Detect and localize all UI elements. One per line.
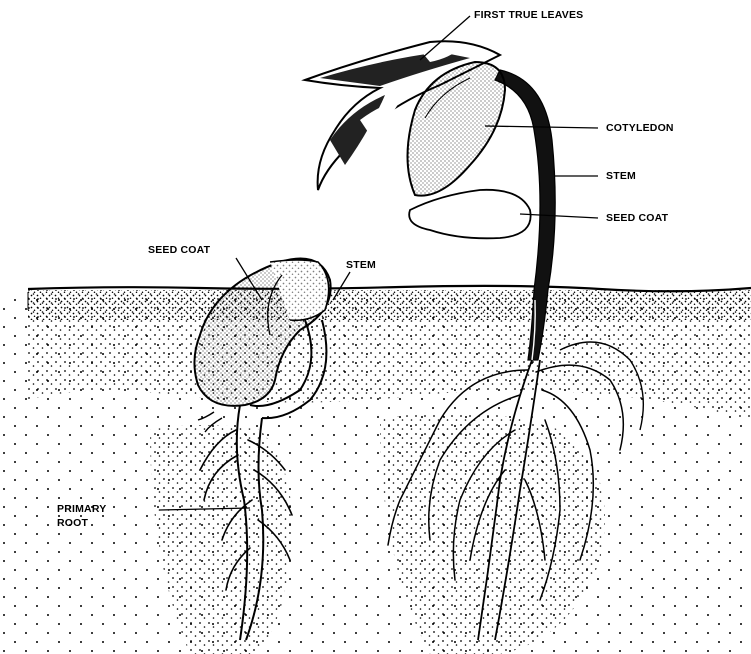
label-stem-left: STEM — [346, 258, 376, 272]
label-primary-root-line1: PRIMARY — [57, 502, 106, 516]
leader-seed-coat-right — [520, 214, 598, 218]
label-primary-root-line2: ROOT — [57, 516, 106, 530]
label-seed-coat-left: SEED COAT — [148, 243, 210, 257]
right-seed-coat-shape — [409, 190, 530, 239]
label-cotyledon: COTYLEDON — [606, 121, 674, 135]
soil — [0, 286, 751, 654]
label-seed-coat-right: SEED COAT — [606, 211, 668, 225]
label-first-true-leaves: FIRST TRUE LEAVES — [474, 8, 583, 22]
label-primary-root: PRIMARY ROOT — [57, 502, 106, 530]
label-stem-right: STEM — [606, 169, 636, 183]
